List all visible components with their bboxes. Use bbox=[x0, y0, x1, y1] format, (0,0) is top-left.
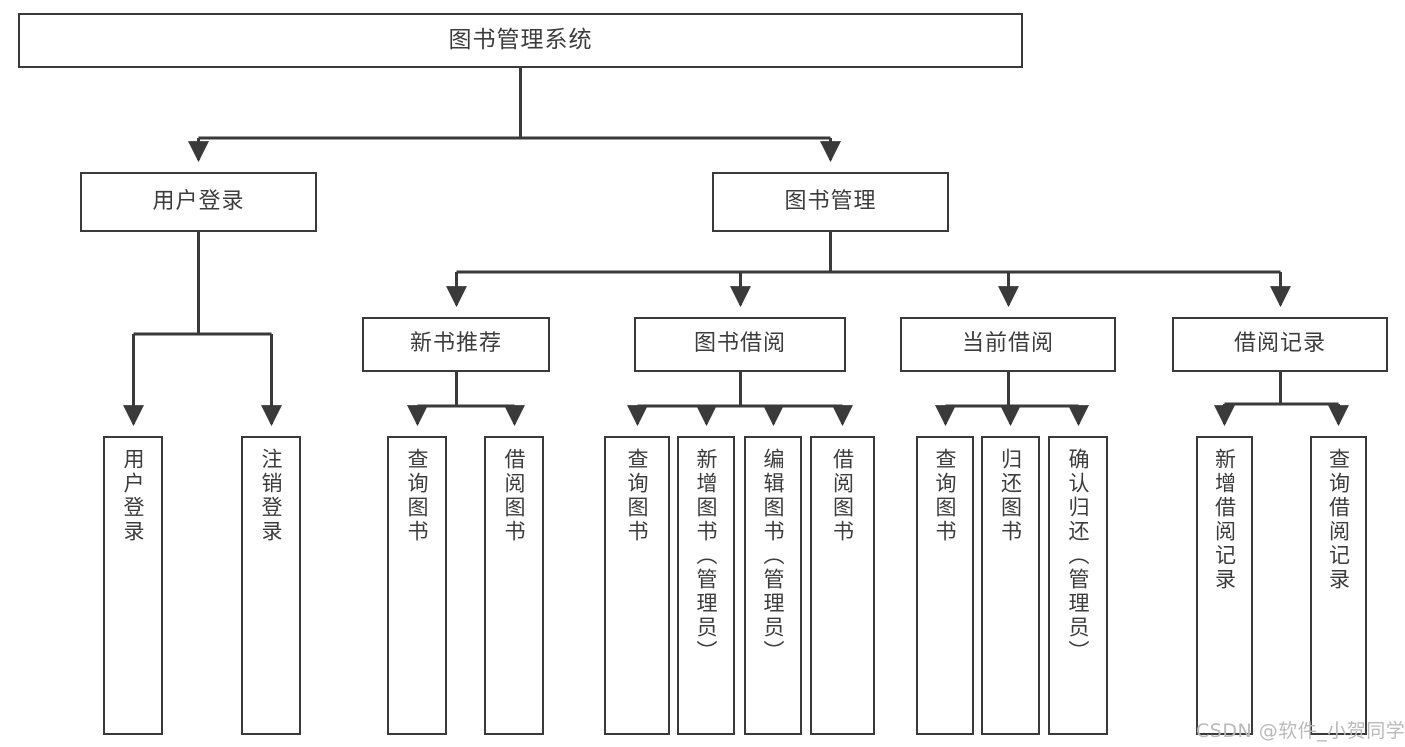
node-leaf-query-book-borrow-label: 查询图书 bbox=[625, 448, 650, 544]
node-current-borrow-label: 当前借阅 bbox=[961, 331, 1054, 357]
node-leaf-borrow-book-rec[interactable]: 借阅图书 bbox=[484, 436, 544, 735]
node-leaf-add-book-admin[interactable]: 新增图书（管理员） bbox=[677, 436, 735, 735]
node-borrow-record[interactable]: 借阅记录 bbox=[1172, 317, 1388, 372]
node-book-borrow[interactable]: 图书借阅 bbox=[634, 317, 846, 372]
node-leaf-user-login-label: 用户登录 bbox=[121, 448, 146, 544]
node-leaf-logout-label: 注销登录 bbox=[259, 448, 284, 544]
node-book-borrow-label: 图书借阅 bbox=[693, 331, 786, 357]
node-leaf-edit-book-admin-label: 编辑图书（管理员） bbox=[761, 448, 786, 664]
node-user-login-label: 用户登录 bbox=[152, 188, 245, 214]
node-root[interactable]: 图书管理系统 bbox=[18, 13, 1023, 68]
node-user-login[interactable]: 用户登录 bbox=[80, 172, 317, 232]
node-leaf-query-book-current[interactable]: 查询图书 bbox=[916, 436, 974, 735]
node-leaf-query-book-current-label: 查询图书 bbox=[933, 448, 958, 544]
node-root-label: 图书管理系统 bbox=[448, 26, 593, 53]
node-leaf-logout[interactable]: 注销登录 bbox=[241, 436, 301, 735]
node-leaf-return-book-label: 归还图书 bbox=[998, 448, 1023, 544]
node-leaf-borrow-book-rec-label: 借阅图书 bbox=[502, 448, 527, 544]
node-leaf-borrow-book[interactable]: 借阅图书 bbox=[810, 436, 875, 735]
node-leaf-query-book-borrow[interactable]: 查询图书 bbox=[604, 436, 670, 735]
node-leaf-confirm-return-admin[interactable]: 确认归还（管理员） bbox=[1048, 436, 1108, 735]
node-leaf-add-book-admin-label: 新增图书（管理员） bbox=[694, 448, 719, 664]
node-new-book-recommend[interactable]: 新书推荐 bbox=[362, 317, 550, 372]
node-leaf-user-login[interactable]: 用户登录 bbox=[103, 436, 163, 735]
node-new-book-recommend-label: 新书推荐 bbox=[409, 331, 502, 357]
node-leaf-add-borrow-record-label: 新增借阅记录 bbox=[1212, 448, 1237, 592]
node-leaf-query-book-rec-label: 查询图书 bbox=[405, 448, 430, 544]
node-book-management[interactable]: 图书管理 bbox=[712, 172, 949, 232]
node-leaf-query-borrow-record-label: 查询借阅记录 bbox=[1326, 448, 1351, 592]
node-leaf-return-book[interactable]: 归还图书 bbox=[981, 436, 1040, 735]
node-leaf-query-book-rec[interactable]: 查询图书 bbox=[387, 436, 447, 735]
node-book-management-label: 图书管理 bbox=[784, 188, 877, 214]
node-leaf-add-borrow-record[interactable]: 新增借阅记录 bbox=[1196, 436, 1253, 735]
node-leaf-edit-book-admin[interactable]: 编辑图书（管理员） bbox=[744, 436, 802, 735]
node-leaf-confirm-return-admin-label: 确认归还（管理员） bbox=[1066, 448, 1091, 664]
node-leaf-borrow-book-label: 借阅图书 bbox=[830, 448, 855, 544]
node-borrow-record-label: 借阅记录 bbox=[1233, 331, 1326, 357]
node-leaf-query-borrow-record[interactable]: 查询借阅记录 bbox=[1310, 436, 1367, 735]
node-current-borrow[interactable]: 当前借阅 bbox=[900, 317, 1116, 372]
csdn-watermark: CSDN @软件_小贺同学 bbox=[1196, 720, 1405, 742]
